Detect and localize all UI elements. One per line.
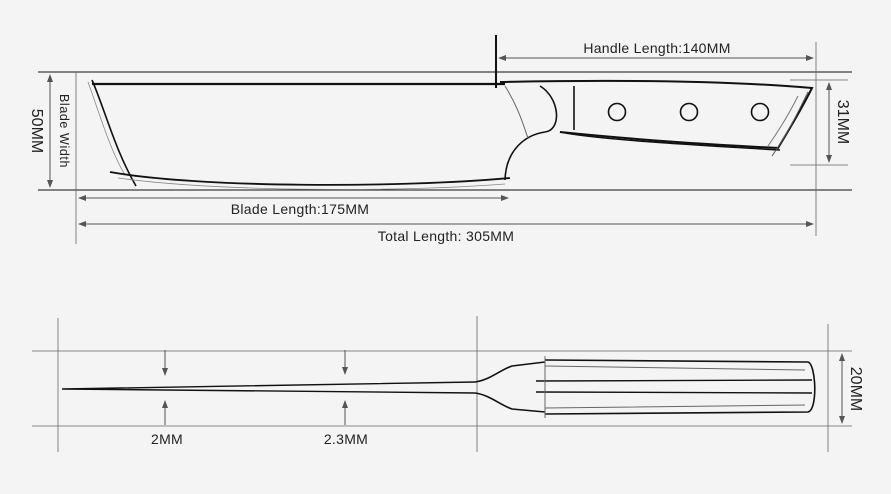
handle-butt-inner-line xyxy=(767,95,799,147)
blade-cutting-edge xyxy=(109,171,511,186)
blade-length-label: Blade Length:175MM xyxy=(231,201,370,217)
total-length-label: Total Length: 305MM xyxy=(378,228,514,244)
handle-rivet-1 xyxy=(607,102,627,122)
handle-side-outline xyxy=(544,359,816,415)
blade-width-label: Blade Width xyxy=(57,94,71,168)
handle-butt-line xyxy=(771,91,809,157)
handle-outline xyxy=(499,79,814,150)
bolster-side-profile xyxy=(474,361,546,413)
handle-length-label: Handle Length:140MM xyxy=(583,40,730,56)
bolster-curve xyxy=(504,85,558,181)
blade-tip-edge xyxy=(91,79,137,187)
tip-thickness-label: 2MM xyxy=(151,431,183,447)
side-view xyxy=(32,316,852,452)
blade-width-value: 50MM xyxy=(28,109,45,153)
handle-rivet-3 xyxy=(750,102,770,122)
blade-tip-edge-highlight xyxy=(87,81,126,176)
handle-bottom-edge xyxy=(559,131,781,151)
handle-thickness-label: 20MM xyxy=(847,367,864,411)
bolster-inner-line xyxy=(504,85,529,139)
spine-thickness-label: 2.3MM xyxy=(324,431,368,447)
blade-side-profile xyxy=(61,381,476,394)
blade-bevel-line xyxy=(117,177,506,190)
handle-tang-lines xyxy=(535,379,813,394)
handle-height-label: 31MM xyxy=(834,100,851,144)
handle-rivet-2 xyxy=(679,102,699,122)
top-view xyxy=(38,35,852,244)
handle-side-inner-lines xyxy=(544,365,806,409)
